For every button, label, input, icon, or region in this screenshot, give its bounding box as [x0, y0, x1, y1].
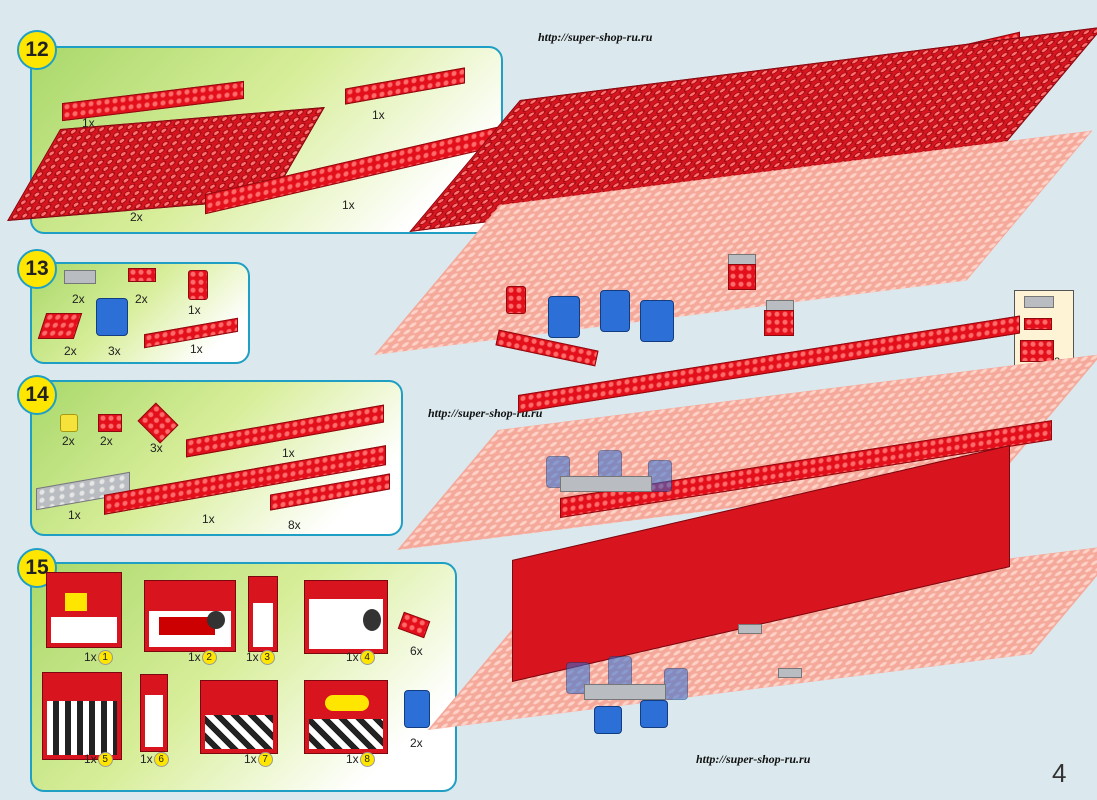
- assembly-blue-seat: [608, 656, 632, 688]
- part-count: 1x: [282, 446, 295, 460]
- assembly-table-plate: [560, 476, 652, 492]
- part-red-1x1: [98, 414, 122, 432]
- part-blue-seat: [404, 690, 430, 728]
- assembly-blue-seat: [640, 700, 668, 728]
- part-yellow-cup: [60, 414, 78, 432]
- shop-url: http://super-shop-ru.ru: [428, 406, 543, 420]
- detail-red-1x2: [1024, 318, 1052, 330]
- part-count: 1x: [190, 342, 203, 356]
- part-count: 2x: [62, 434, 75, 448]
- part-count: 2x: [135, 292, 148, 306]
- assembly-blue-seat: [600, 290, 630, 332]
- decorated-panel-6: [140, 674, 168, 752]
- part-count: 2x: [72, 292, 85, 306]
- decorated-panel-8: [304, 680, 388, 754]
- assembly-red-slope: [764, 310, 794, 336]
- assembly-red-bracket: [506, 286, 526, 314]
- step-12-number: 12: [17, 30, 57, 70]
- part-count: 1x: [372, 108, 385, 122]
- part-count: 2x: [130, 210, 143, 224]
- decorated-panel-2: [144, 580, 236, 652]
- assembly-gray-tile: [778, 668, 802, 678]
- part-count: 8x: [288, 518, 301, 532]
- part-blue-seat: [96, 298, 128, 336]
- decorated-panel-4: [304, 580, 388, 654]
- assembly-table-plate: [584, 684, 666, 700]
- detail-red-slope: [1020, 340, 1054, 362]
- assembly-side-brick: [495, 329, 599, 367]
- assembly-gray-tile: [738, 624, 762, 634]
- decorated-panel-3: [248, 576, 278, 652]
- part-count: 2x: [100, 434, 113, 448]
- part-count: 6x: [410, 644, 423, 658]
- assembly-blue-seat: [640, 300, 674, 342]
- part-count: 3x: [150, 441, 163, 455]
- part-red-bracket: [188, 270, 208, 300]
- step-14-number: 14: [17, 375, 57, 415]
- assembly-blue-seat: [594, 706, 622, 734]
- decorated-panel-7: [200, 680, 278, 754]
- shop-url: http://super-shop-ru.ru: [696, 752, 811, 766]
- part-count: 1x: [188, 303, 201, 317]
- detail-gray-slope: [1024, 296, 1054, 308]
- decorated-panel-5: [42, 672, 122, 760]
- part-count: 1x: [342, 198, 355, 212]
- decorated-panel-1: [46, 572, 122, 648]
- part-count: 1x: [202, 512, 215, 526]
- part-red-1x2: [128, 268, 156, 282]
- part-count: 1x: [68, 508, 81, 522]
- assembly-blue-seat: [664, 668, 688, 700]
- page-number: 4: [1052, 758, 1067, 788]
- part-count: 2x: [410, 736, 423, 750]
- part-count: 3x: [108, 344, 121, 358]
- assembly-blue-seat: [648, 460, 672, 492]
- assembly-red-slope: [728, 264, 756, 290]
- part-gray-slope: [64, 270, 96, 284]
- shop-url: http://super-shop-ru.ru: [538, 30, 653, 44]
- step-13-number: 13: [17, 249, 57, 289]
- part-count: 2x: [64, 344, 77, 358]
- assembly-blue-seat: [548, 296, 580, 338]
